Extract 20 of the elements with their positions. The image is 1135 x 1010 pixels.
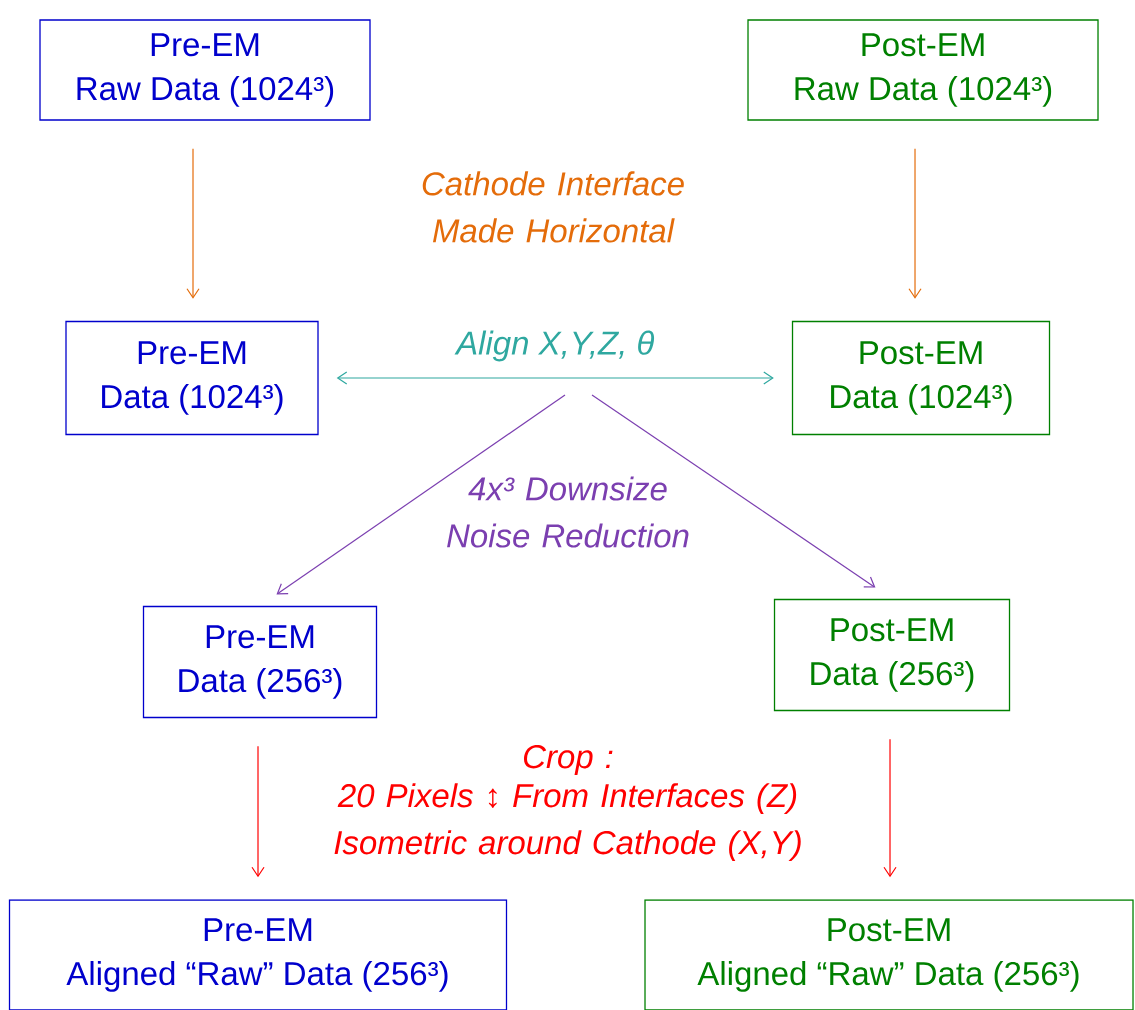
process-box: Pre-EM Data (1024³) <box>65 320 319 436</box>
process-box: Post-EM Data (1024³) <box>791 320 1051 436</box>
arrow <box>908 148 922 299</box>
arrow <box>186 148 200 299</box>
arrow <box>883 738 897 878</box>
process-box: Pre-EM Data (256³) <box>142 605 378 719</box>
process-box: Post-EM Data (256³) <box>773 598 1011 712</box>
arrow <box>251 745 265 878</box>
arrow <box>336 371 774 385</box>
process-box: Pre-EM Raw Data (1024³) <box>39 19 371 121</box>
note-text: 20 Pixels ↕ From Interfaces (Z) Isometric around Cathode (X,Y) <box>334 783 801 861</box>
process-box: Post-EM Raw Data (1024³) <box>747 19 1099 121</box>
process-box: Pre-EM Aligned “Raw” Data (256³) <box>8 899 508 1010</box>
edge-label: Align X,Y,Z, θ <box>454 330 655 362</box>
note-text: Crop : <box>524 745 613 775</box>
process-box: Post-EM Aligned “Raw” Data (256³) <box>644 899 1134 1010</box>
arrow <box>591 394 876 588</box>
note-text: Cathode Interface Made Horizontal <box>422 171 684 243</box>
arrow <box>276 394 566 595</box>
note-text: 4x³ Downsize Noise Reduction <box>447 476 689 548</box>
